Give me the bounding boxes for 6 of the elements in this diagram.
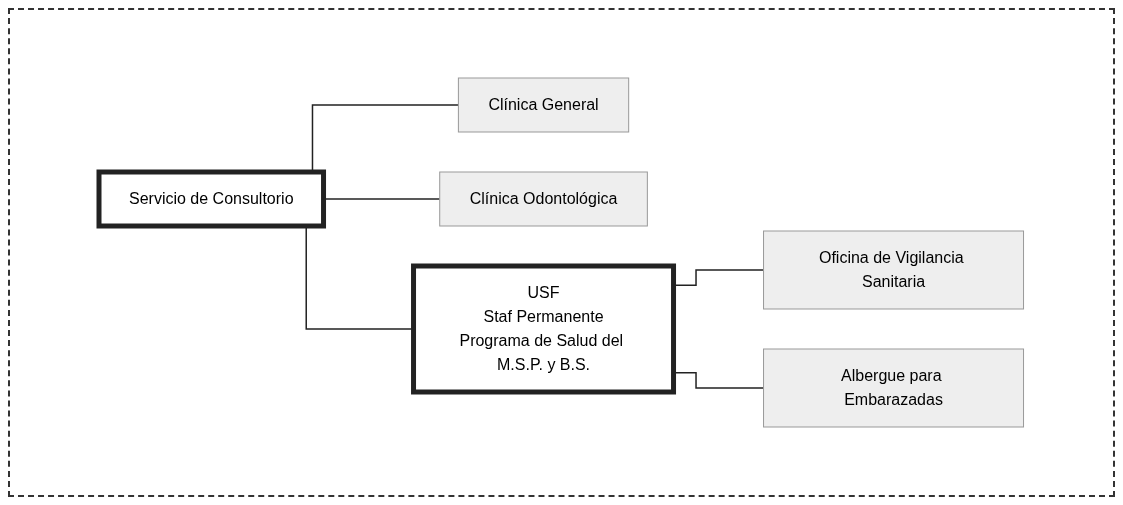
node-box: Clínica Odontológica: [439, 171, 649, 227]
node-box: Oficina de Vigilancia Sanitaria: [763, 230, 1025, 310]
node-box: Albergue para Embarazadas: [763, 348, 1025, 428]
node-box: Clínica General: [458, 77, 630, 133]
node-box: Servicio de Consultorio: [96, 169, 327, 229]
node-box: USF Staf Permanente Programa de Salud del M.S.P. y B.S.: [411, 263, 677, 395]
